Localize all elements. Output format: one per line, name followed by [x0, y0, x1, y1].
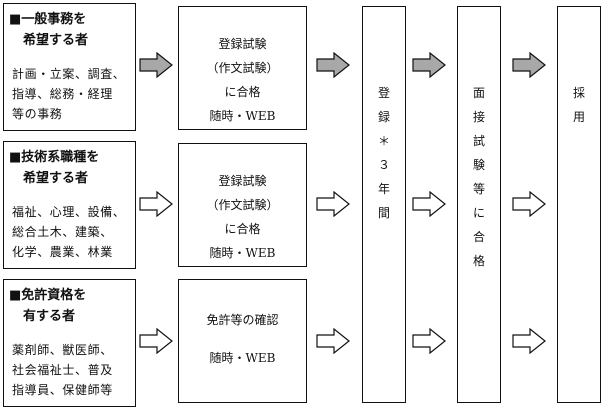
arrow-right-icon	[412, 191, 446, 217]
category-heading-line1: ■一般事務を	[9, 12, 87, 27]
hire-box: 採 用	[557, 6, 601, 403]
exam-line: に合格	[224, 222, 261, 236]
arrow-right-icon	[139, 191, 173, 217]
hire-text: 採 用	[558, 81, 600, 129]
arrow-right-icon	[139, 328, 173, 354]
exam-box-general: 登録試験 （作文試験） に合格 随時・WEB	[178, 6, 307, 130]
description-line: 総合土木、建築、	[12, 225, 113, 239]
arrow-right-icon	[316, 191, 350, 217]
description-line: 薬剤師、獣医師、	[12, 343, 113, 357]
vertical-char: 試	[472, 134, 485, 148]
exam-line: 随時・WEB	[209, 351, 276, 365]
vertical-char: に	[472, 206, 485, 220]
registration-text: 登 録 ＊ ３ 年 間	[363, 81, 405, 225]
description-line: 等の事務	[12, 107, 63, 121]
vertical-char: 格	[472, 254, 485, 268]
vertical-char: 面	[472, 86, 485, 100]
description-line: 計画・立案、調査、	[12, 67, 126, 81]
category-heading-line1: ■技術系職種を	[9, 150, 100, 165]
vertical-char: 験	[472, 158, 485, 172]
category-heading: ■一般事務を 希望する者	[9, 9, 88, 51]
vertical-char: 間	[377, 206, 390, 220]
vertical-char: ３	[377, 158, 390, 172]
category-description: 計画・立案、調査、 指導、総務・経理 等の事務	[12, 64, 125, 124]
category-heading: ■免許資格を 有する者	[9, 285, 86, 327]
category-heading: ■技術系職種を 希望する者	[9, 147, 99, 189]
description-line: 指導、総務・経理	[12, 87, 113, 101]
description-line: 化学、農業、林業	[12, 245, 113, 259]
arrow-right-icon	[512, 191, 546, 217]
vertical-char: 採	[572, 86, 585, 100]
exam-line: 登録試験	[218, 174, 267, 188]
vertical-char: 等	[472, 182, 485, 196]
exam-line: 免許等の確認	[206, 313, 279, 327]
exam-line: に合格	[224, 85, 261, 99]
category-heading-line2: 有する者	[23, 309, 76, 324]
vertical-char: 年	[377, 182, 390, 196]
interview-box: 面 接 試 験 等 に 合 格	[457, 6, 501, 403]
category-box-license: ■免許資格を 有する者 薬剤師、獣医師、 社会福祉士、普及 指導員、保健師等	[3, 279, 136, 407]
category-description: 福祉、心理、設備、 総合土木、建築、 化学、農業、林業	[12, 202, 125, 262]
arrow-right-icon	[316, 328, 350, 354]
interview-text: 面 接 試 験 等 に 合 格	[458, 81, 500, 273]
description-line: 社会福祉士、普及	[12, 363, 113, 377]
category-heading-line2: 希望する者	[23, 171, 89, 186]
arrow-right-icon	[316, 52, 350, 78]
exam-line: 随時・WEB	[209, 109, 276, 123]
category-box-general-affairs: ■一般事務を 希望する者 計画・立案、調査、 指導、総務・経理 等の事務	[3, 3, 136, 131]
registration-box: 登 録 ＊ ３ 年 間	[362, 6, 406, 403]
vertical-char: 用	[572, 110, 585, 124]
exam-line	[179, 332, 306, 346]
exam-line: 登録試験	[218, 37, 267, 51]
exam-line: 随時・WEB	[209, 246, 276, 260]
vertical-char: ＊	[377, 134, 390, 148]
vertical-char: 接	[472, 110, 485, 124]
description-line: 指導員、保健師等	[12, 383, 113, 397]
license-check-box: 免許等の確認 随時・WEB	[178, 279, 307, 403]
exam-box-technical: 登録試験 （作文試験） に合格 随時・WEB	[178, 143, 307, 267]
arrow-right-icon	[139, 52, 173, 78]
exam-line: （作文試験）	[206, 61, 279, 75]
category-description: 薬剤師、獣医師、 社会福祉士、普及 指導員、保健師等	[12, 340, 113, 400]
vertical-char: 登	[377, 86, 390, 100]
exam-line: （作文試験）	[206, 198, 279, 212]
category-heading-line2: 希望する者	[23, 33, 89, 48]
description-line: 福祉、心理、設備、	[12, 205, 126, 219]
vertical-char: 合	[472, 230, 485, 244]
arrow-right-icon	[412, 52, 446, 78]
category-box-technical: ■技術系職種を 希望する者 福祉、心理、設備、 総合土木、建築、 化学、農業、林…	[3, 141, 136, 269]
arrow-right-icon	[512, 52, 546, 78]
arrow-right-icon	[512, 328, 546, 354]
vertical-char: 録	[377, 110, 390, 124]
arrow-right-icon	[412, 328, 446, 354]
category-heading-line1: ■免許資格を	[9, 288, 87, 303]
